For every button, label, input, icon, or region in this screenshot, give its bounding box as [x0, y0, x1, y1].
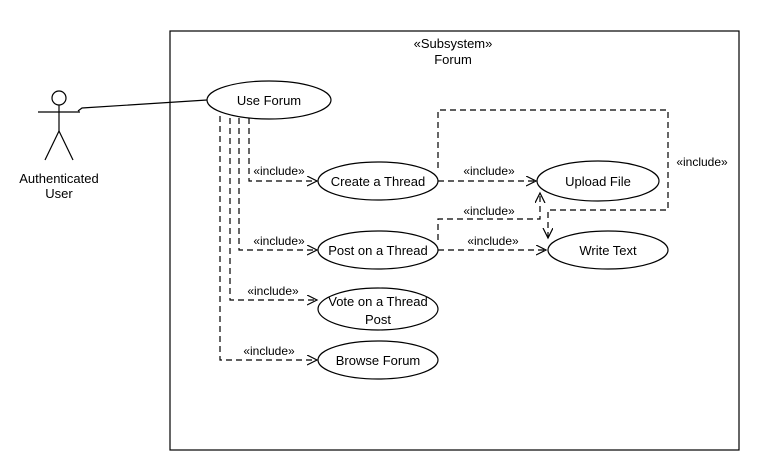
- include-label-browse-forum: «include»: [243, 344, 295, 358]
- subsystem-boundary: [169, 30, 740, 451]
- use-case-write-text-label: Write Text: [579, 243, 637, 258]
- include-label-vote-post: «include»: [247, 284, 299, 298]
- use-case-use-forum[interactable]: [206, 80, 332, 120]
- actor-label-line2: User: [45, 186, 73, 201]
- include-arrow-browse-forum: [219, 116, 317, 360]
- include-label-create-write: «include»: [676, 155, 728, 169]
- use-case-vote-post[interactable]: [317, 287, 439, 331]
- subsystem-stereotype: «Subsystem»: [414, 36, 493, 51]
- include-label-post-upload: «include»: [463, 204, 515, 218]
- include-arrow-post-thread: [238, 118, 317, 250]
- include-arrow-create-thread: [248, 118, 317, 181]
- actor-label-line1: Authenticated: [19, 171, 99, 186]
- use-case-create-thread-label: Create a Thread: [331, 174, 425, 189]
- use-case-upload-file-label: Upload File: [565, 174, 631, 189]
- include-label-create-thread: «include»: [253, 164, 305, 178]
- use-case-use-forum-label: Use Forum: [237, 93, 301, 108]
- include-label-create-upload: «include»: [463, 164, 515, 178]
- use-case-post-thread-label: Post on a Thread: [328, 243, 428, 258]
- actor-figure: [38, 90, 80, 161]
- use-case-vote-post-label-line2: Post: [365, 312, 391, 327]
- use-case-vote-post-label-line1: Vote on a Thread: [328, 294, 428, 309]
- include-label-post-thread: «include»: [253, 234, 305, 248]
- include-arrow-create-write: [437, 109, 669, 238]
- include-label-post-write: «include»: [467, 234, 519, 248]
- subsystem-name: Forum: [434, 52, 472, 67]
- include-arrow-vote-post: [229, 118, 317, 300]
- include-arrow-post-upload: [437, 193, 540, 240]
- association-line: [77, 99, 208, 112]
- use-case-browse-forum-label: Browse Forum: [336, 353, 421, 368]
- use-case-write-text[interactable]: [547, 230, 669, 270]
